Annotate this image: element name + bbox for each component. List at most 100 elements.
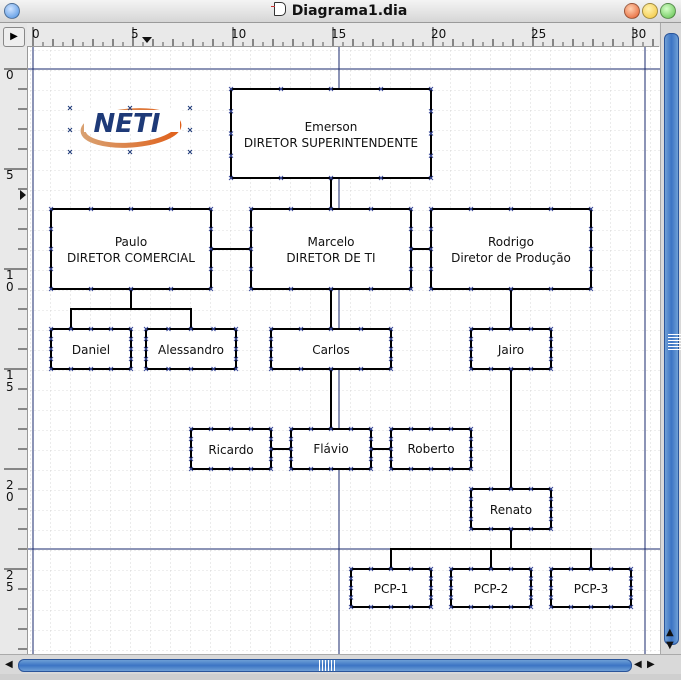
connection-point-marker [548, 566, 554, 572]
node-jairo-name: Jairo [497, 343, 524, 357]
vruler-position-marker [20, 190, 26, 200]
scroll-left-end-icon[interactable]: ◀ [634, 659, 642, 670]
vruler-label-0: 0 [6, 68, 14, 82]
node-pcp1[interactable]: PCP-1 [350, 568, 432, 608]
scroll-down-icon[interactable]: ▼ [666, 640, 674, 651]
connection-point-marker [348, 426, 354, 432]
connection-point-marker [468, 366, 474, 372]
connection-point-marker [388, 366, 394, 372]
connection-point-marker [388, 566, 394, 572]
maximize-window-icon[interactable] [660, 3, 676, 19]
connection-point-marker [548, 356, 554, 362]
connection-point-marker [68, 326, 74, 332]
connection-point-marker [188, 326, 194, 332]
connection-point-marker [428, 576, 434, 581]
connection-point-marker [508, 286, 514, 292]
node-paulo[interactable]: Paulo DIRETOR COMERCIAL [50, 208, 212, 290]
connection-point-marker [268, 446, 274, 452]
connection-point-marker [388, 346, 394, 352]
neti-logo[interactable]: NETI [67, 105, 193, 155]
connection-point-marker [268, 346, 274, 352]
node-marcelo-role: DIRETOR DE TI [286, 251, 375, 265]
connection-point-marker [408, 604, 414, 610]
connection-point-marker [468, 426, 474, 432]
node-jairo[interactable]: Jairo [470, 328, 552, 370]
ruler-position-marker [142, 37, 152, 43]
connection-point-marker [166, 326, 171, 332]
connection-point-marker [548, 206, 554, 212]
connection-point-marker [548, 506, 554, 512]
node-ricardo[interactable]: Ricardo [190, 428, 272, 470]
vruler-label-10a: 1 [6, 268, 14, 282]
connection-point-marker [48, 246, 54, 252]
scroll-left-icon[interactable]: ◀ [5, 659, 13, 670]
ruler-label-15: 15 [331, 27, 347, 41]
connection-point-marker [348, 566, 354, 572]
connection-point-marker [268, 336, 274, 342]
connection-point-marker [348, 576, 354, 581]
connection-point-marker [368, 604, 374, 610]
connection-point-marker [548, 336, 554, 342]
ruler-label-30: 30 [631, 27, 647, 41]
connection-point-marker [278, 175, 284, 181]
close-window-icon[interactable] [624, 3, 640, 19]
minimize-window-icon[interactable] [642, 3, 658, 19]
node-renato[interactable]: Renato [470, 488, 552, 530]
vruler-label-15b: 5 [6, 380, 14, 394]
node-roberto[interactable]: Roberto [390, 428, 472, 470]
connection-point-marker [328, 86, 334, 92]
connection-point-marker [508, 604, 514, 610]
connection-point-marker [488, 326, 494, 332]
node-roberto-name: Roberto [407, 442, 454, 456]
connection-point-marker [468, 516, 474, 522]
connection-point-marker [508, 206, 514, 212]
connection-point-marker [588, 266, 594, 272]
vertical-scroll-track[interactable] [664, 33, 681, 645]
connection-point-marker [48, 226, 54, 232]
node-rodrigo[interactable]: Rodrigo Diretor de Produção [430, 208, 592, 290]
diagram-canvas[interactable]: NETI Emerson DIRETOR SUPERINTENDENTE Pau… [28, 47, 660, 654]
connection-point-marker [488, 604, 494, 610]
vertical-scrollbar[interactable]: ▲ ▼ [660, 23, 681, 654]
connection-point-marker [628, 595, 634, 600]
connection-point-marker [288, 426, 294, 432]
connection-point-marker [378, 175, 384, 181]
connection-point-marker [468, 604, 474, 610]
scroll-up-icon[interactable]: ▲ [666, 627, 674, 638]
node-marcelo[interactable]: Marcelo DIRETOR DE TI [250, 208, 412, 290]
horizontal-scroll-track[interactable] [18, 659, 632, 672]
connection-point-marker [468, 486, 474, 492]
connection-point-marker [428, 426, 434, 432]
canvas-menu-button[interactable]: ▶ [3, 27, 25, 47]
node-carlos[interactable]: Carlos [270, 328, 392, 370]
connection-point-marker [428, 246, 434, 252]
connection-point-marker [48, 366, 54, 372]
connection-point-marker [508, 326, 514, 332]
connection-point-marker [408, 226, 414, 232]
connection-point-marker [233, 366, 239, 372]
connection-point-marker [348, 595, 354, 600]
connection-point-marker [528, 526, 534, 532]
window-menu-icon[interactable] [4, 3, 20, 19]
connection-point-marker [48, 206, 54, 212]
node-alessandro[interactable]: Alessandro [145, 328, 237, 370]
node-pcp3[interactable]: PCP-3 [550, 568, 632, 608]
connection-point-marker [428, 266, 434, 272]
node-daniel[interactable]: Daniel [50, 328, 132, 370]
vertical-scroll-grip[interactable] [668, 334, 681, 350]
connection-point-marker [388, 326, 394, 332]
scroll-right-icon[interactable]: ▶ [647, 659, 655, 670]
connection-point-marker [88, 206, 94, 212]
connection-point-marker [488, 566, 494, 572]
node-paulo-name: Paulo [115, 235, 147, 249]
vruler-label-25a: 2 [6, 568, 14, 582]
horizontal-scroll-grip[interactable] [319, 660, 335, 671]
horizontal-scrollbar[interactable]: ◀ ◀ ▶ [0, 654, 681, 675]
node-flavio[interactable]: Flávio [290, 428, 372, 470]
connection-point-marker [108, 326, 114, 332]
connection-point-marker [328, 466, 334, 472]
connection-point-marker [468, 526, 474, 532]
node-emerson[interactable]: Emerson DIRETOR SUPERINTENDENTE [230, 88, 432, 179]
node-pcp2[interactable]: PCP-2 [450, 568, 532, 608]
connection-point-marker [448, 566, 454, 572]
